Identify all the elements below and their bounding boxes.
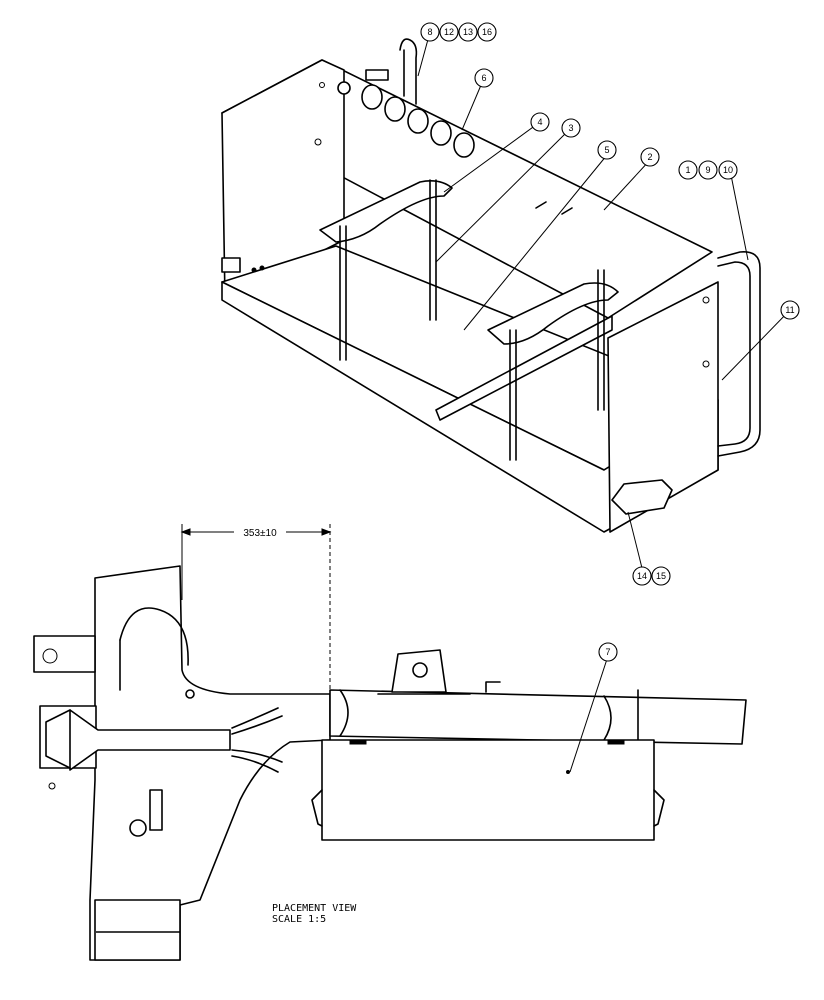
callout-15: 15 <box>651 566 671 586</box>
callout-8: 8 <box>420 22 440 42</box>
strap-tab <box>611 479 673 515</box>
callout-4: 4 <box>530 112 550 132</box>
svg-text:9: 9 <box>705 165 710 175</box>
svg-text:3: 3 <box>568 123 573 133</box>
svg-text:6: 6 <box>481 73 486 83</box>
view-scale: SCALE 1:5 <box>272 914 326 925</box>
callout-1: 1 <box>678 160 698 180</box>
lifting-eye <box>399 38 418 105</box>
callout-12: 12 <box>439 22 459 42</box>
callout-7: 7 <box>598 642 618 662</box>
callout-2: 2 <box>640 147 660 167</box>
main-tube <box>329 689 747 745</box>
right-end-wall <box>607 281 719 533</box>
svg-text:1: 1 <box>685 165 690 175</box>
battery-box-side <box>321 739 655 841</box>
callout-6: 6 <box>474 68 494 88</box>
grommet-row <box>361 84 475 158</box>
callout-13: 13 <box>458 22 478 42</box>
callout-3: 3 <box>561 118 581 138</box>
callout-9: 9 <box>698 160 718 180</box>
callout-11: 11 <box>780 300 800 320</box>
svg-text:7: 7 <box>605 647 610 657</box>
battery-box-isometric <box>221 38 761 533</box>
svg-text:14: 14 <box>637 571 647 581</box>
hold-down-bar-right <box>487 282 619 345</box>
divider <box>435 315 613 421</box>
bolt-lower <box>129 819 147 837</box>
placement-view <box>33 565 747 961</box>
view-title: PLACEMENT VIEW <box>272 903 357 914</box>
svg-text:2: 2 <box>647 152 652 162</box>
svg-text:13: 13 <box>463 27 473 37</box>
callout-16: 16 <box>477 22 497 42</box>
leader-lines-upper <box>417 31 791 569</box>
svg-text:10: 10 <box>723 165 733 175</box>
dimension-353: 353±10 <box>180 524 332 690</box>
dimension-label: 353±10 <box>243 528 277 539</box>
svg-text:11: 11 <box>785 305 794 315</box>
callout-10: 10 <box>718 160 738 180</box>
frame-bracket <box>89 565 331 961</box>
cross-member <box>69 709 231 771</box>
svg-text:5: 5 <box>604 145 609 155</box>
callout-5: 5 <box>597 140 617 160</box>
svg-text:8: 8 <box>427 27 432 37</box>
svg-text:16: 16 <box>482 27 492 37</box>
svg-text:4: 4 <box>537 117 542 127</box>
callout-14: 14 <box>632 566 652 586</box>
carry-handle <box>717 251 761 457</box>
svg-text:12: 12 <box>444 27 454 37</box>
svg-text:15: 15 <box>656 571 666 581</box>
